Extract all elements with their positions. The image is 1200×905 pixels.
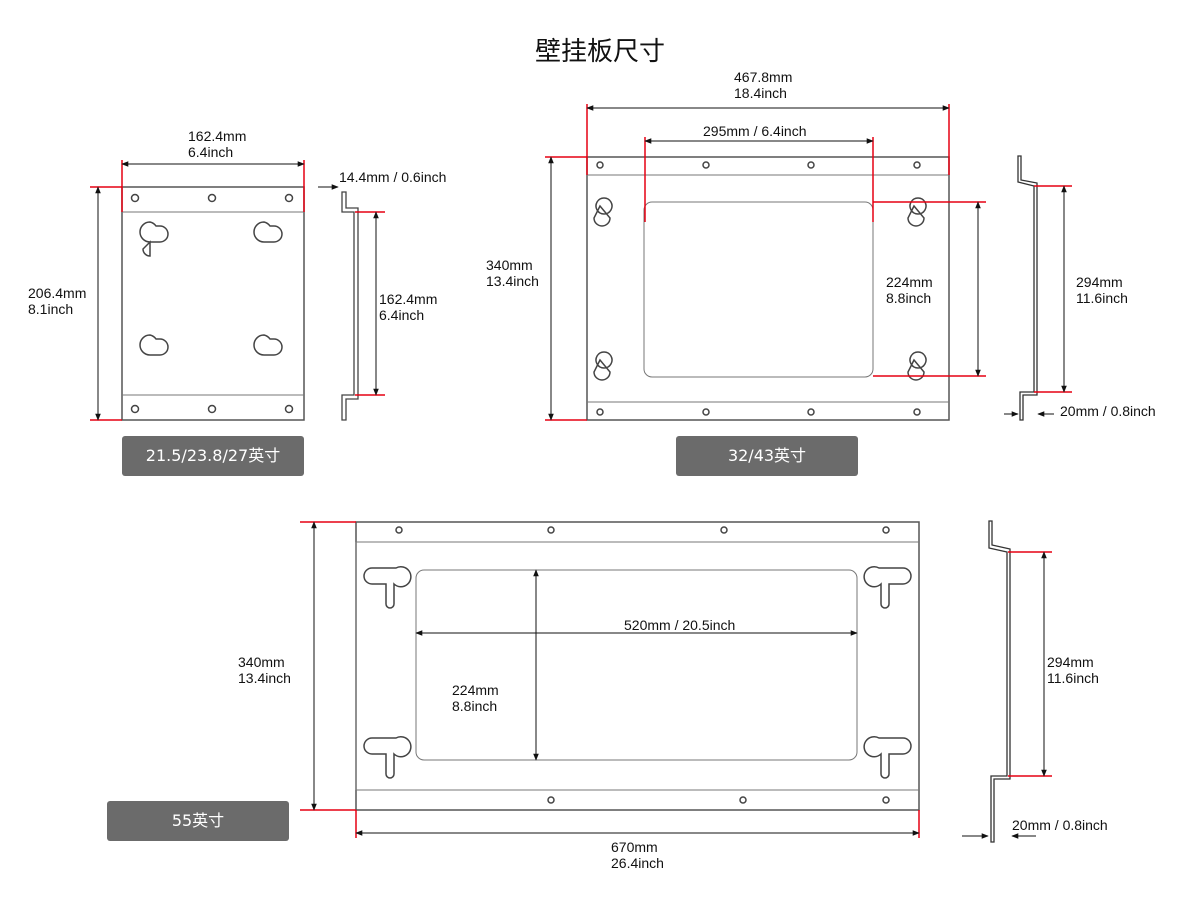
small-height-inch: 8.1inch	[28, 301, 73, 317]
medium-cutout	[643, 201, 874, 378]
mount-hole-icon	[207, 193, 217, 203]
small-size-badge-text: 21.5/23.8/27英寸	[146, 446, 280, 465]
large-size-badge	[107, 801, 289, 841]
large-width-inch: 26.4inch	[611, 855, 664, 871]
large-cutout	[415, 569, 858, 761]
large-hole-height-mm: 224mm	[452, 682, 499, 698]
mount-hole-icon	[702, 161, 710, 169]
medium-height-inch: 13.4inch	[486, 273, 539, 289]
mount-hole-icon	[807, 408, 815, 416]
mount-hole-icon	[130, 404, 140, 414]
small-height-mm: 206.4mm	[28, 285, 86, 301]
keyhole-icon	[863, 565, 912, 609]
mount-hole-icon	[284, 193, 294, 203]
mount-hole-icon	[882, 796, 890, 804]
large-height-inch: 13.4inch	[238, 670, 291, 686]
medium-hole-height-mm: 224mm	[886, 274, 933, 290]
mount-hole-icon	[395, 526, 403, 534]
medium-width-inch: 18.4inch	[734, 85, 787, 101]
large-plate-outline	[355, 521, 920, 811]
medium-plate-group: 467.8mm 18.4inch 295mm / 6.4inch 340mm 1…	[486, 69, 1156, 476]
medium-side-mm: 294mm	[1076, 274, 1123, 290]
mount-hole-icon	[596, 408, 604, 416]
keyhole-icon	[863, 735, 912, 779]
small-depth-label: 14.4mm / 0.6inch	[339, 169, 446, 185]
mount-hole-icon	[547, 796, 555, 804]
mount-hole-icon	[130, 193, 140, 203]
large-hole-spacing: 520mm / 20.5inch	[624, 617, 735, 633]
keyhole-icon	[363, 565, 412, 609]
small-side-inch: 6.4inch	[379, 307, 424, 323]
keyhole-icon	[907, 351, 927, 381]
large-side-inch: 11.6inch	[1047, 670, 1099, 686]
large-width-mm: 670mm	[611, 839, 658, 855]
medium-size-badge-text: 32/43英寸	[728, 446, 806, 465]
small-side-mm: 162.4mm	[379, 291, 437, 307]
medium-hole-spacing: 295mm / 6.4inch	[703, 123, 807, 139]
small-side-profile	[341, 191, 359, 421]
medium-side-inch: 11.6inch	[1076, 290, 1128, 306]
keyhole-icon	[593, 197, 613, 227]
mount-hole-icon	[702, 408, 710, 416]
keyhole-icon	[363, 735, 412, 779]
mount-hole-icon	[596, 161, 604, 169]
mount-hole-icon	[547, 526, 555, 534]
mount-hole-icon	[284, 404, 294, 414]
mount-hole-icon	[913, 161, 921, 169]
medium-height-mm: 340mm	[486, 257, 533, 273]
mount-hole-icon	[720, 526, 728, 534]
large-plate-group: 520mm / 20.5inch 224mm 8.8inch 340mm 13.…	[107, 520, 1108, 871]
mount-hole-icon	[207, 404, 217, 414]
medium-depth-label: 20mm / 0.8inch	[1060, 403, 1156, 419]
large-size-badge-text: 55英寸	[172, 811, 224, 830]
medium-size-badge	[676, 436, 858, 476]
large-depth-label: 20mm / 0.8inch	[1012, 817, 1108, 833]
keyhole-icon	[139, 334, 169, 356]
small-width-mm: 162.4mm	[188, 128, 246, 144]
page-title: 壁挂板尺寸	[535, 37, 665, 67]
large-side-mm: 294mm	[1047, 654, 1094, 670]
mount-hole-icon	[882, 526, 890, 534]
keyhole-icon	[139, 221, 169, 257]
keyhole-icon	[253, 334, 283, 356]
small-size-badge	[122, 436, 304, 476]
keyhole-icon	[907, 197, 927, 227]
large-side-profile	[988, 520, 1011, 843]
mount-hole-icon	[913, 408, 921, 416]
large-hole-height-inch: 8.8inch	[452, 698, 497, 714]
keyhole-icon	[593, 351, 613, 381]
small-plate-group: 162.4mm 6.4inch 206.4mm 8.1inch 14.4mm /…	[28, 128, 446, 476]
mount-hole-icon	[739, 796, 747, 804]
medium-hole-height-inch: 8.8inch	[886, 290, 931, 306]
keyhole-icon	[253, 221, 283, 243]
medium-width-mm: 467.8mm	[734, 69, 792, 85]
large-height-mm: 340mm	[238, 654, 285, 670]
small-width-inch: 6.4inch	[188, 144, 233, 160]
mount-hole-icon	[807, 161, 815, 169]
medium-side-profile	[1017, 155, 1038, 421]
